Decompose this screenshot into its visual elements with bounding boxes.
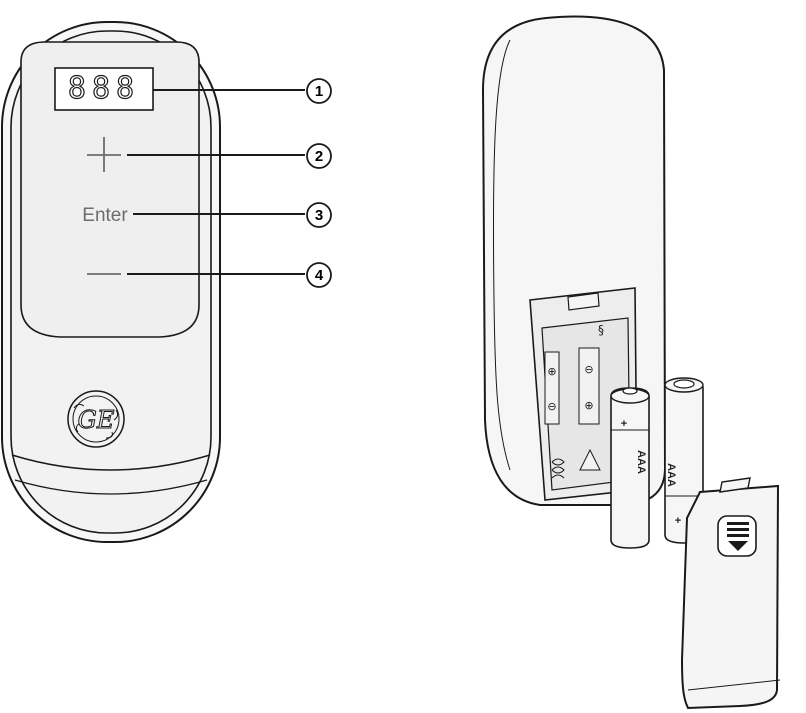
lcd-digits: 888: [68, 71, 140, 106]
ge-logo: GE: [67, 390, 125, 448]
battery-2: + AAA: [664, 377, 704, 544]
terminal-strip-left: [544, 351, 560, 425]
battery-cover-tab: [719, 477, 751, 493]
back-remote: § ⊕ ⊖ ⊖ ⊕: [481, 15, 667, 506]
display-panel: [20, 41, 200, 338]
battery-1: + AAA: [610, 387, 650, 549]
battery-2-plus-sign: +: [675, 515, 681, 527]
terminal-strip-right: [578, 347, 600, 425]
battery-cover[interactable]: [680, 477, 781, 710]
plus-button[interactable]: [87, 137, 121, 172]
terminal-minus-left: ⊖: [547, 400, 556, 413]
callout-number-3: 3: [315, 207, 323, 224]
callout-circle-4: [306, 262, 332, 288]
battery-2-terminal: [673, 379, 695, 389]
compartment-latch-slot: [567, 292, 600, 311]
enter-button-label[interactable]: Enter: [82, 205, 128, 226]
spring-left: [551, 458, 565, 479]
remote-bottom-band-top: [11, 454, 211, 471]
ge-logo-text: GE: [78, 406, 115, 434]
battery-cover-bottom-edge: [687, 679, 781, 691]
back-remote-edge: [492, 39, 511, 471]
terminal-plus-right: ⊕: [584, 399, 593, 412]
terminal-minus-right: ⊖: [584, 363, 593, 376]
callout-number-2: 2: [315, 148, 323, 165]
battery-1-label: AAA: [635, 450, 647, 474]
battery-1-plus-sign: +: [621, 418, 627, 430]
remote-bottom-band-bottom: [14, 479, 208, 495]
callouts: 1 2 3 4: [127, 78, 332, 288]
bottom-springs: [551, 448, 601, 479]
release-bar-3: [727, 534, 749, 537]
cover-release-icon[interactable]: [717, 515, 757, 557]
release-bar-1: [727, 522, 749, 525]
spring-right-contact: [579, 448, 601, 471]
top-spring-icon: §: [598, 323, 604, 337]
terminal-plus-left: ⊕: [547, 365, 556, 378]
callout-number-1: 1: [315, 83, 323, 100]
front-remote: 888 Enter GE: [1, 21, 221, 543]
lcd-display: [54, 67, 154, 111]
release-bar-2: [727, 528, 749, 531]
callout-circle-1: [306, 78, 332, 104]
compartment-terminals: ⊕ ⊖ ⊖ ⊕: [544, 347, 600, 425]
callout-number-4: 4: [315, 267, 324, 284]
battery-2-label: AAA: [665, 463, 677, 487]
release-arrow: [728, 541, 748, 551]
battery-1-terminal: [622, 387, 638, 395]
ge-logo-scrolls: [73, 403, 119, 439]
battery-1-body: [610, 387, 650, 549]
callout-circle-3: [306, 202, 332, 228]
callout-circle-2: [306, 143, 332, 169]
ge-logo-inner-ring: [72, 395, 120, 443]
